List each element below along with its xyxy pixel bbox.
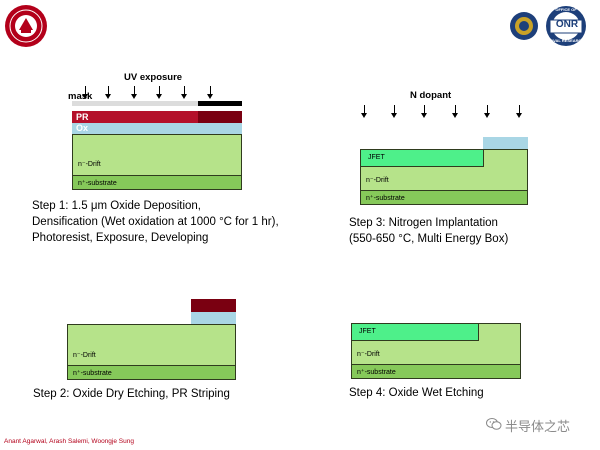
substrate-label: n⁺-substrate [73, 370, 112, 377]
substrate-layer [67, 365, 236, 380]
oxide-block [191, 312, 236, 324]
step1-caption-line: Step 1: 1.5 μm Oxide Deposition, [32, 200, 201, 212]
step4-caption: Step 4: Oxide Wet Etching [349, 387, 484, 399]
drift-layer [72, 134, 242, 176]
mask-opaque [198, 101, 242, 106]
substrate-label: n⁺-substrate [357, 369, 396, 376]
step2-caption: Step 2: Oxide Dry Etching, PR Striping [33, 388, 230, 400]
mask-transparent [72, 101, 198, 106]
photoresist-block [191, 299, 236, 312]
step1-caption-line: Photoresist, Exposure, Developing [32, 232, 209, 244]
oxide-layer [72, 123, 242, 134]
drift-label: n⁻-Drift [357, 351, 380, 358]
wechat-icon [486, 417, 502, 431]
drift-label: n⁻-Drift [78, 161, 101, 168]
onr-logo: ONR OFFICE OF NAVAL RESEARCH [508, 4, 598, 48]
substrate-layer [72, 175, 242, 190]
jfet-region [351, 323, 479, 341]
author-credits: Anant Agarwal, Arash Salemi, Woongje Sun… [4, 438, 134, 445]
n-dopant-label: N dopant [410, 90, 452, 101]
substrate-layer [360, 190, 528, 205]
onr-logo-text: ONR [555, 19, 579, 30]
jfet-implant-region [360, 149, 484, 167]
uv-exposure-label: UV exposure [124, 72, 183, 83]
pr-label: PR [76, 112, 89, 122]
jfet-label: JFET [368, 154, 385, 161]
watermark-text: 半导体之芯 [505, 419, 571, 434]
ox-label: Ox [76, 123, 89, 133]
drift-label: n⁻-Drift [73, 352, 96, 359]
oxide-mask-block [483, 137, 528, 149]
photoresist-exposed-region [198, 111, 242, 123]
substrate-label: n⁺-substrate [366, 195, 405, 202]
drift-label: n⁻-Drift [366, 177, 389, 184]
university-seal-logo [4, 4, 48, 48]
onr-ring-bottom-text: NAVAL RESEARCH [547, 38, 585, 43]
step3-caption: Step 3: Nitrogen Implantation (550-650 °… [349, 215, 508, 247]
step1-caption-line: Densification (Wet oxidation at 1000 °C … [32, 216, 279, 228]
substrate-layer [351, 364, 521, 379]
drift-layer [67, 324, 236, 366]
step3-caption-line: Step 3: Nitrogen Implantation [349, 217, 498, 229]
step3-caption-line: (550-650 °C, Multi Energy Box) [349, 233, 509, 245]
photoresist-layer [72, 111, 198, 123]
substrate-label: n⁺-substrate [78, 180, 117, 187]
mask-label: mask [68, 91, 93, 102]
onr-ring-top-text: OFFICE OF [555, 7, 577, 12]
jfet-label: JFET [359, 328, 376, 335]
step1-caption: Step 1: 1.5 μm Oxide Deposition, Densifi… [32, 198, 279, 246]
